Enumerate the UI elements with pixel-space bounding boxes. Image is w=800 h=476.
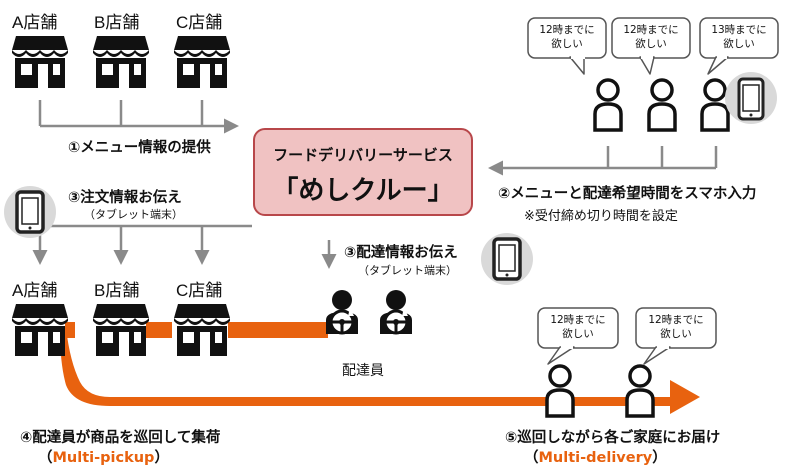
service-subtitle: フードデリバリーサービス xyxy=(273,146,453,164)
speech-bubble xyxy=(537,307,619,365)
service-box: フードデリバリーサービス 「めしクルー」 xyxy=(253,128,473,216)
driver-icon xyxy=(324,288,360,336)
store-label: B店舗 xyxy=(94,281,140,300)
store-label: A店舗 xyxy=(12,281,58,300)
smartphone-icon xyxy=(725,72,777,124)
driver-icon xyxy=(378,288,414,336)
step-3-stores-sub: （タブレット端末） xyxy=(84,208,183,221)
bubble-text: 12時までに欲しい xyxy=(550,314,606,340)
store-label: C店舗 xyxy=(176,13,223,32)
bubble-text: 12時までに欲しい xyxy=(648,314,704,340)
speech-bubble xyxy=(699,17,779,75)
store-icon xyxy=(12,304,68,356)
bubble-text: 12時までに欲しい xyxy=(623,24,679,50)
step-3-drivers-sub: （タブレット端末） xyxy=(358,264,457,277)
store-label: C店舗 xyxy=(176,281,223,300)
step-5-sub: （Multi-delivery） xyxy=(524,450,667,466)
store-icon xyxy=(12,36,68,88)
customer-icon xyxy=(545,364,575,418)
customer-icon xyxy=(593,78,623,132)
order-notify-arrow xyxy=(32,224,252,265)
step-3-stores-label: ③注文情報お伝え xyxy=(68,190,182,206)
store-icon xyxy=(93,304,149,356)
service-name: 「めしクルー」 xyxy=(272,176,454,206)
step-4-sub: （Multi-pickup） xyxy=(38,450,169,466)
speech-bubble xyxy=(527,17,607,75)
bubble-text: 13時までに欲しい xyxy=(711,24,767,50)
step-4-label: ④配達員が商品を巡回して集荷 xyxy=(20,430,221,446)
step-5-label: ⑤巡回しながら各ご家庭にお届け xyxy=(505,430,721,446)
step-2-label: ②メニューと配達希望時間をスマホ入力 xyxy=(498,186,757,202)
speech-bubble xyxy=(611,17,691,75)
step-3-drivers-label: ③配達情報お伝え xyxy=(344,245,458,261)
store-label: A店舗 xyxy=(12,13,58,32)
driver-label: 配達員 xyxy=(342,363,384,379)
store-icon xyxy=(93,36,149,88)
menu-info-arrow xyxy=(38,100,239,134)
store-icon xyxy=(174,304,230,356)
order-input-arrow xyxy=(488,146,718,176)
store-icon xyxy=(174,36,230,88)
store-label: B店舗 xyxy=(94,13,140,32)
customer-icon xyxy=(647,78,677,132)
customer-icon xyxy=(700,78,730,132)
customer-icon xyxy=(625,364,655,418)
tablet-icon xyxy=(4,186,56,238)
step-2-note: ※受付締め切り時間を設定 xyxy=(524,209,678,224)
step-1-label: ①メニュー情報の提供 xyxy=(68,140,211,156)
tablet-icon xyxy=(481,233,533,285)
bubble-text: 12時までに欲しい xyxy=(539,24,595,50)
speech-bubble xyxy=(635,307,717,365)
